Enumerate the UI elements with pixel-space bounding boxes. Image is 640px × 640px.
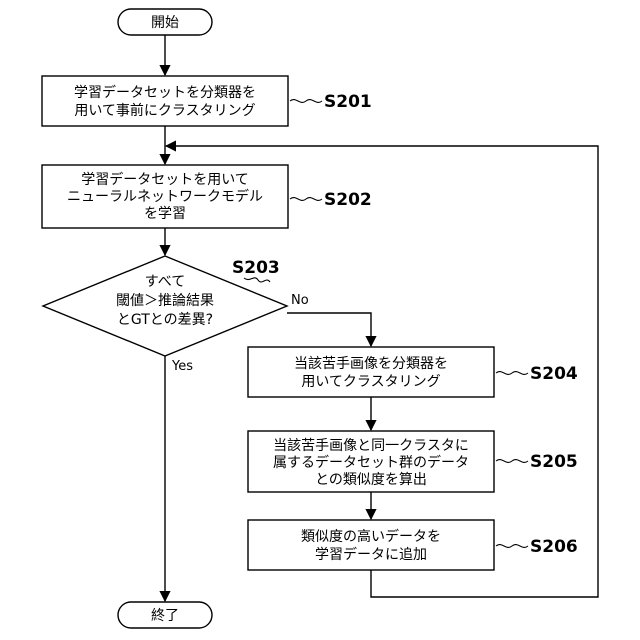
s202-line-2: ニューラルネットワークモデル: [67, 188, 263, 205]
s201-line-1: 学習データセットを分類器を: [74, 84, 256, 101]
s203-line-3: とGTとの差異?: [117, 312, 213, 328]
s204-leader: [496, 372, 528, 375]
s202-line-1: 学習データセットを用いて: [81, 171, 249, 188]
s206-leader: [496, 545, 528, 548]
s203-label: S203: [232, 258, 280, 278]
s202-leader: [290, 198, 322, 201]
s206-line-2: 学習データに追加: [315, 546, 427, 563]
step-s206: 類似度の高いデータを 学習データに追加: [248, 520, 494, 570]
s205-line-1: 当該苦手画像と同一クラスタに: [273, 438, 469, 454]
branch-no-label: No: [291, 293, 309, 308]
step-s205: 当該苦手画像と同一クラスタに 属するデータセット群のデータ との類似度を算出: [248, 431, 494, 492]
s206-label: S206: [530, 537, 578, 557]
s203-leader: [244, 278, 270, 282]
step-s202: 学習データセットを用いて ニューラルネットワークモデル を学習: [42, 165, 288, 228]
start-text: 開始: [151, 15, 179, 31]
s204-label: S204: [530, 364, 578, 384]
s205-label: S205: [530, 452, 578, 472]
step-s204: 当該苦手画像を分類器を 用いてクラスタリング: [248, 347, 494, 397]
s205-line-2: 属するデータセット群のデータ: [273, 454, 469, 471]
s201-line-2: 用いて事前にクラスタリング: [74, 102, 255, 119]
s204-line-1: 当該苦手画像を分類器を: [294, 356, 448, 372]
s203-line-1: すべて: [145, 274, 185, 290]
s206-line-1: 類似度の高いデータを: [301, 528, 441, 545]
s205-leader: [496, 460, 528, 463]
s202-label: S202: [324, 190, 372, 210]
s201-leader: [290, 100, 322, 103]
s202-line-3: を学習: [144, 206, 186, 222]
start-terminator: 開始: [118, 9, 212, 35]
s203-line-2: 閾値＞推論結果: [116, 293, 214, 309]
s204-line-2: 用いてクラスタリング: [301, 374, 440, 390]
end-text: 終了: [151, 608, 179, 624]
s201-label: S201: [324, 92, 372, 112]
step-s201: 学習データセットを分類器を 用いて事前にクラスタリング: [42, 76, 288, 126]
s205-line-3: との類似度を算出: [315, 472, 427, 488]
branch-yes-label: Yes: [171, 359, 193, 374]
end-terminator: 終了: [118, 602, 212, 628]
arrow-no-to-s204: [287, 313, 371, 346]
